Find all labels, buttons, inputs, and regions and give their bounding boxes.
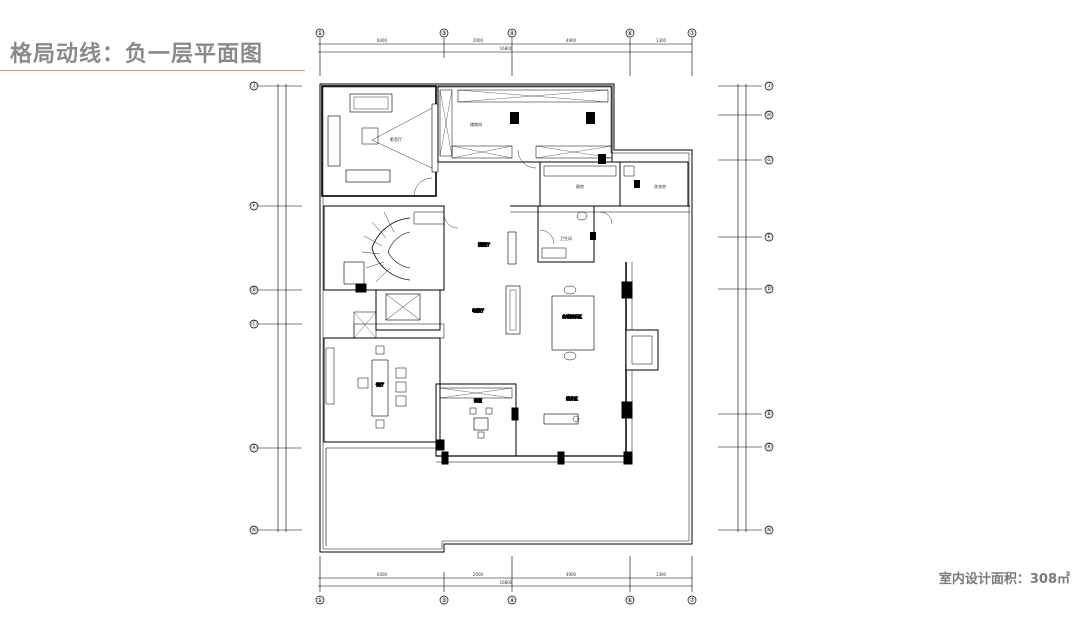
- tea-room: 茶室: [435, 383, 519, 457]
- axis-left-n: Ⓝ: [251, 526, 257, 534]
- gym-area: 健身区: [543, 395, 580, 425]
- staircase: 楼梯厅: [323, 205, 491, 293]
- room-label-tea: 茶室: [474, 397, 482, 403]
- room-label-billiards: 台球娱乐区: [562, 313, 582, 319]
- axis-top-7: ⑦: [689, 30, 695, 37]
- dining-room: 餐厅: [323, 337, 441, 443]
- right-wall-segment: [510, 205, 690, 462]
- axis-left-a: Ⓐ: [251, 444, 257, 452]
- axis-left-j: Ⓙ: [251, 82, 257, 90]
- axis-top-4: ④: [509, 30, 514, 37]
- axis-right-a: Ⓐ: [766, 443, 772, 451]
- dim-top-1: 6000: [377, 38, 388, 43]
- top-axis-bubbles: [315, 28, 697, 38]
- storage-room: 储物间: [437, 85, 613, 163]
- top-dimension-lines: [318, 38, 693, 76]
- axis-right-h: Ⓗ: [766, 111, 772, 119]
- axis-left-c: Ⓒ: [251, 320, 257, 328]
- room-label-dining: 餐厅: [376, 381, 384, 387]
- dim-top-2: 2000: [473, 38, 484, 43]
- axis-right-j: Ⓙ: [766, 82, 772, 90]
- axis-bottom-3: ③: [441, 597, 446, 604]
- dim-bottom-4: 1300: [656, 572, 667, 577]
- dim-bottom-total: 16800: [500, 580, 513, 585]
- bottom-dimension-lines: [318, 556, 693, 592]
- page-title: 格局动线：负一层平面图: [10, 42, 264, 67]
- axis-top-3: ③: [441, 30, 446, 37]
- axis-right-g: Ⓖ: [766, 156, 772, 164]
- axis-right-b: Ⓑ: [766, 410, 772, 418]
- dim-top-3: 4900: [566, 38, 577, 43]
- axis-top-6: ⑥: [627, 30, 632, 37]
- room-label-gym: 健身区: [566, 395, 578, 401]
- room-label-media: 影音厅: [390, 136, 402, 142]
- door-swings: [413, 149, 613, 245]
- axis-right-d: Ⓓ: [766, 285, 772, 293]
- billiards-area: 台球娱乐区: [551, 285, 595, 361]
- outer-walls: [319, 83, 693, 553]
- laundry-kitchen: 厨房 洗衣房: [539, 154, 689, 207]
- bottom-axis-bubbles: [315, 595, 697, 605]
- bottom-wall: [324, 441, 633, 465]
- bathroom: 卫生间: [537, 205, 596, 263]
- room-label-kitchen: 厨房: [576, 183, 584, 189]
- room-label-bathroom: 卫生间: [560, 235, 572, 241]
- central-furniture: [505, 231, 521, 335]
- axis-top-1: ①: [317, 30, 322, 37]
- axis-left-d: Ⓓ: [251, 286, 257, 294]
- room-label-storage: 储物间: [470, 121, 482, 127]
- axis-left-f: Ⓕ: [251, 202, 257, 210]
- axis-bottom-4: ④: [509, 597, 514, 604]
- room-label-stair-hall: 楼梯厅: [478, 241, 490, 247]
- axis-bottom-1: ①: [317, 597, 322, 604]
- dim-bottom-3: 4900: [566, 572, 577, 577]
- axis-bottom-7: ⑦: [689, 597, 695, 604]
- room-label-elevator-hall: 电梯厅: [472, 307, 484, 313]
- axis-bottom-6: ⑥: [627, 597, 632, 604]
- left-axis-bubbles: [249, 81, 259, 535]
- title-underline: [0, 70, 305, 71]
- elevator: 电梯厅: [353, 289, 485, 339]
- dim-top-total: 16800: [500, 46, 513, 51]
- dim-bottom-2: 2000: [473, 572, 484, 577]
- right-dimension-lines: [718, 84, 762, 532]
- media-room: 影音厅: [321, 85, 439, 197]
- axis-right-n: Ⓝ: [766, 526, 772, 534]
- room-label-laundry: 洗衣房: [654, 183, 666, 189]
- left-dimension-lines: [258, 84, 302, 532]
- interior-area-note: 室内设计面积：308㎡: [938, 572, 1070, 587]
- right-axis-bubbles: [764, 81, 774, 535]
- dim-bottom-1: 6000: [377, 572, 388, 577]
- axis-right-e: Ⓔ: [766, 233, 772, 241]
- dim-top-4: 1300: [656, 38, 667, 43]
